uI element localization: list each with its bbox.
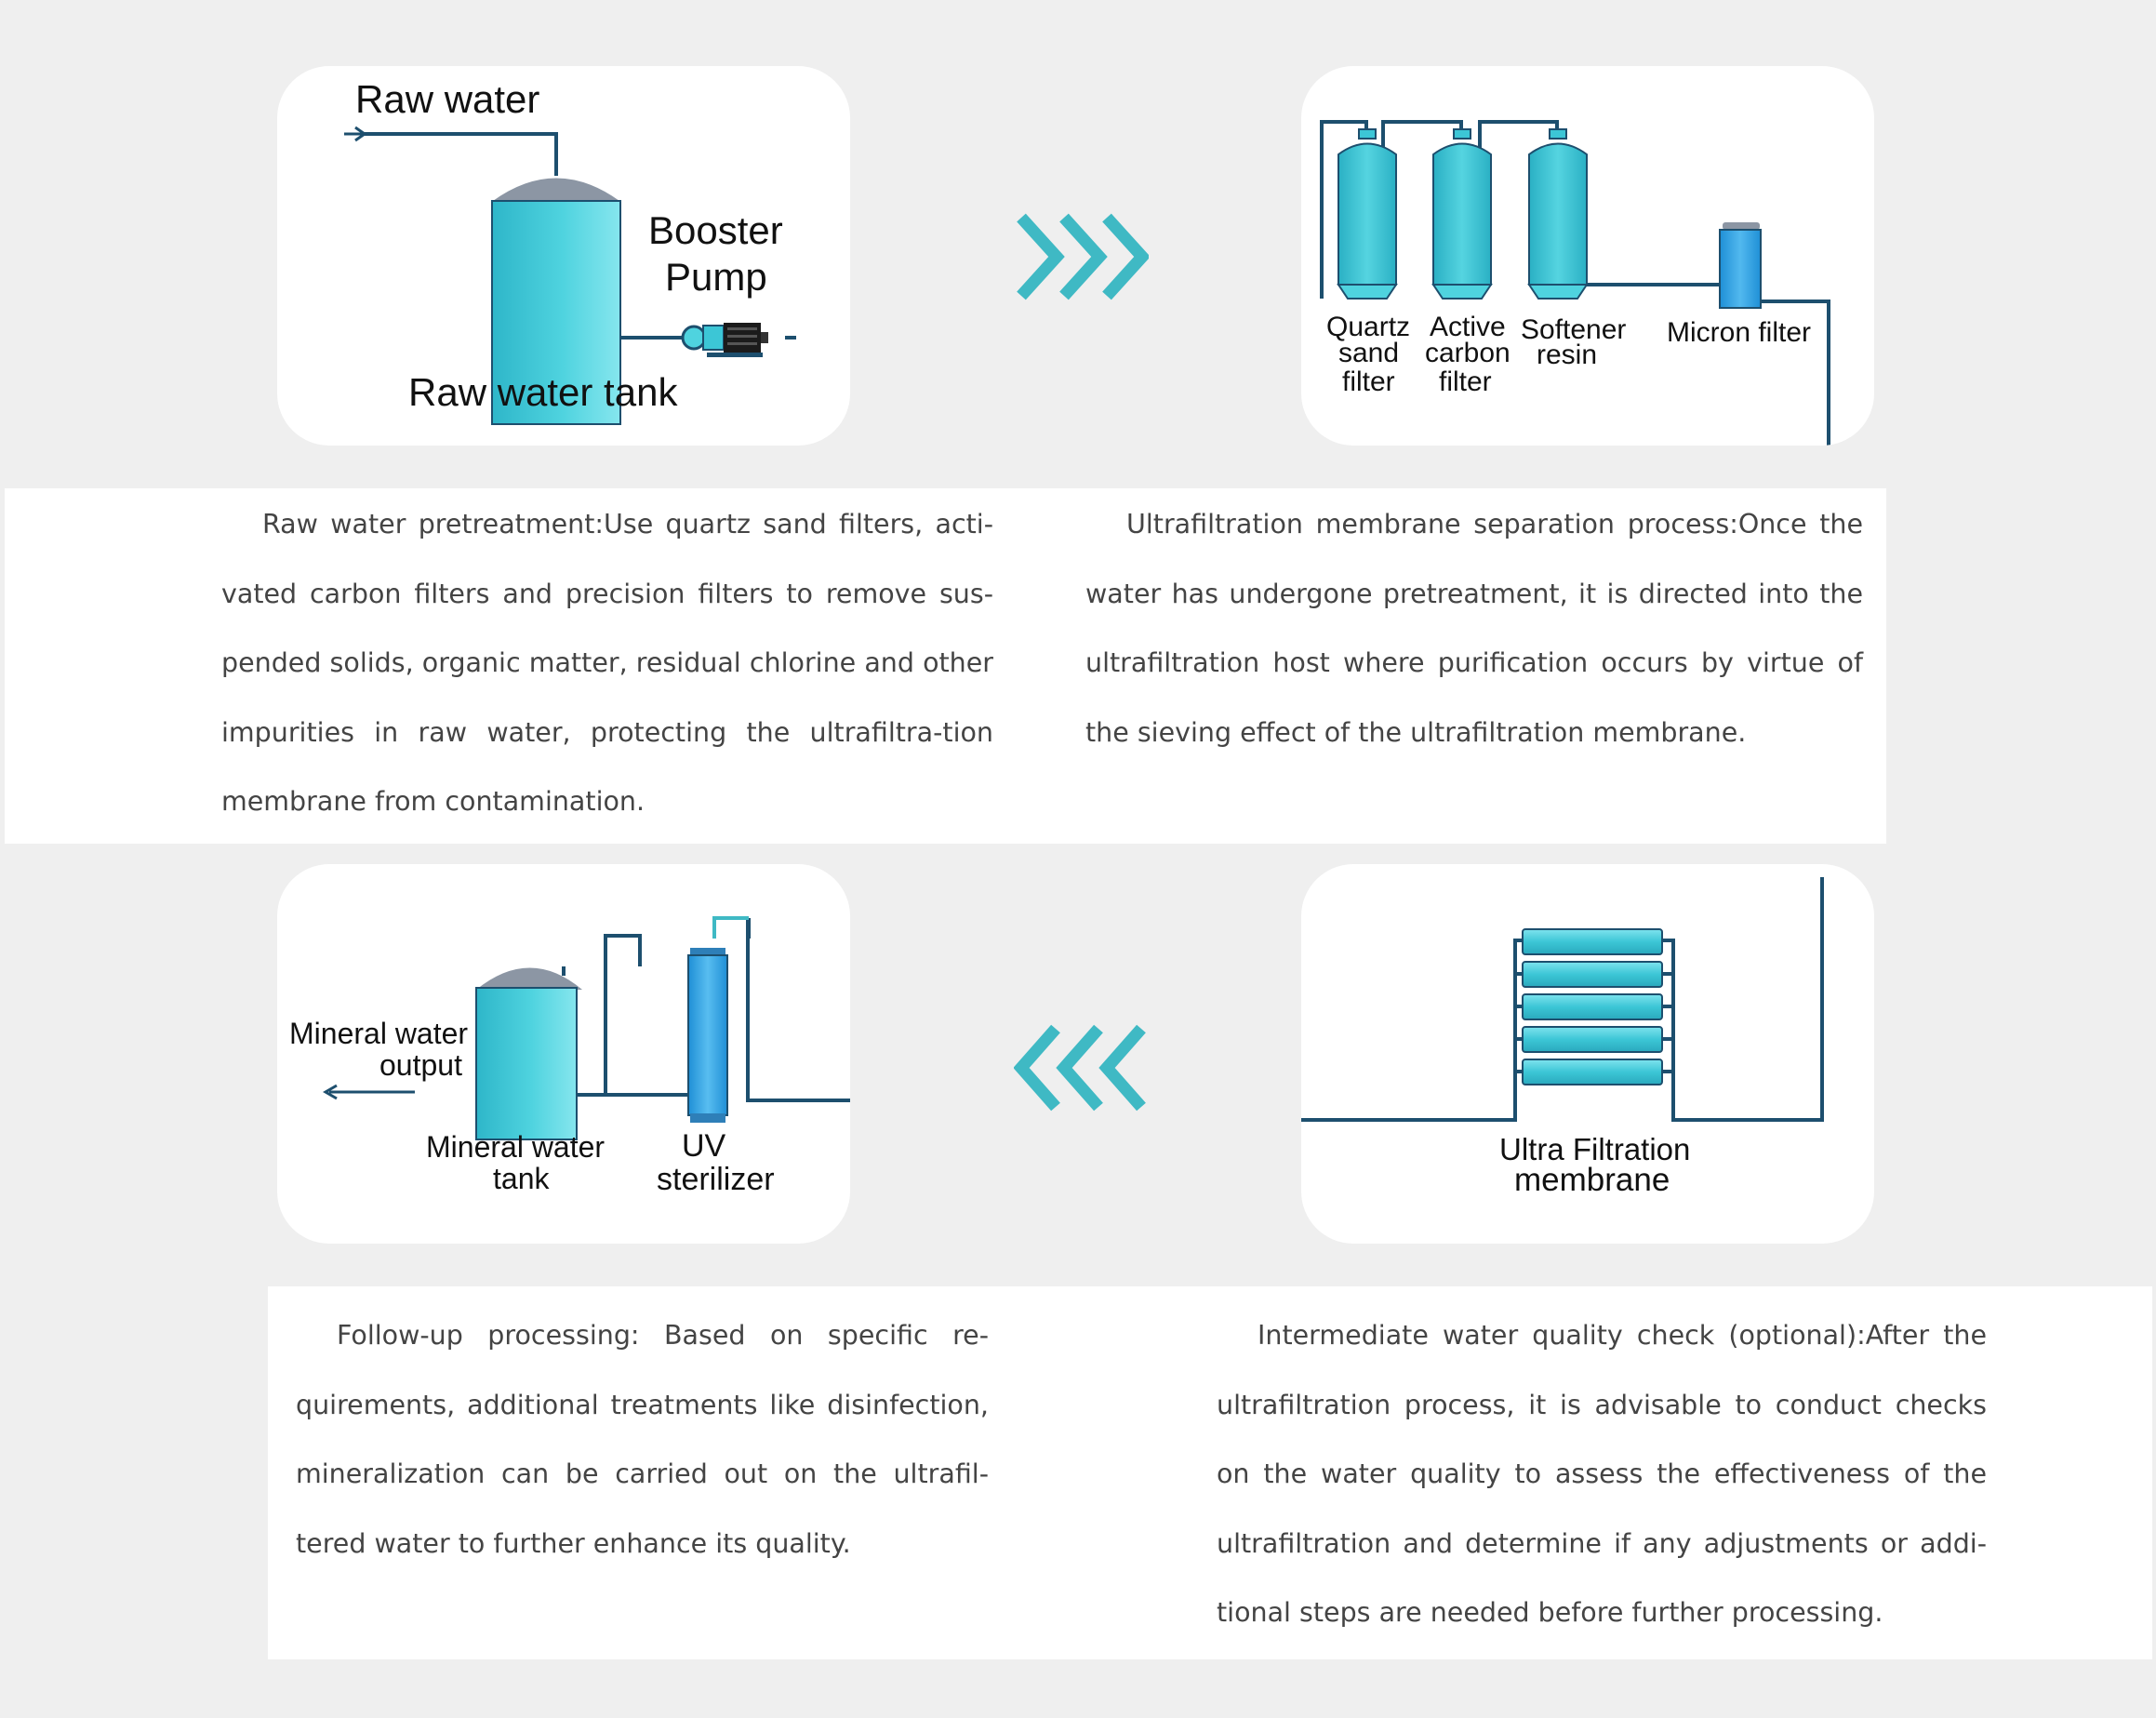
raw-water-tank-label: Raw water tank [408, 370, 678, 414]
uv-top-pipe [712, 916, 749, 939]
card-raw-water-tank: Raw water Booster Pump Raw water tank [277, 66, 850, 446]
softener-resin-icon [1527, 128, 1589, 300]
card-filters: Quartz sand filter Active carbon filter … [1301, 66, 1874, 446]
mineral-water-tank-icon [475, 987, 578, 1140]
mineral-tank-dome [476, 967, 582, 990]
tank-label-1: Mineral water [426, 1130, 606, 1164]
booster-pump-icon [681, 323, 768, 357]
output-arrow-icon [323, 1084, 338, 1100]
tank-label-2: tank [493, 1162, 550, 1195]
carbon-label-1: Active [1430, 312, 1506, 342]
inlet-pipe [361, 132, 558, 176]
uf-pipes [1301, 877, 1824, 1122]
pretreatment-text: Raw water pretreatment:Use quartz sand f… [221, 509, 993, 817]
text-panel-bottom [268, 1286, 2152, 1659]
booster-label-1: Booster [648, 208, 783, 252]
chevrons-right-icon [1017, 213, 1149, 300]
output-label-2: output [379, 1048, 462, 1082]
active-carbon-filter-icon [1431, 128, 1493, 300]
booster-label-2: Pump [665, 255, 767, 299]
quartz-label-2: sand [1338, 338, 1400, 368]
uf-membrane-diagram [1301, 877, 1824, 1122]
softener-label-1: Softener [1521, 314, 1627, 345]
check-text: Intermediate water quality check (option… [1217, 1320, 1987, 1628]
separation-text: Ultrafiltration membrane separation proc… [1085, 509, 1863, 748]
uv-sterilizer-icon [687, 948, 728, 1123]
softener-label-2: resin [1537, 340, 1598, 370]
quartz-label-1: Quartz [1326, 312, 1411, 342]
quartz-sand-filter-icon [1337, 128, 1398, 300]
uv-label-1: UV [682, 1128, 726, 1164]
uv-label-2: sterilizer [657, 1162, 775, 1197]
raw-water-tank-icon [491, 200, 621, 425]
raw-water-diagram [344, 126, 796, 425]
tank-dome [493, 178, 619, 201]
filters-diagram [1320, 120, 1830, 446]
micron-label: Micron filter [1667, 317, 1812, 348]
quartz-label-3: filter [1342, 366, 1395, 397]
uf-membrane-stack-icon [1522, 928, 1663, 1085]
output-label-1: Mineral water [289, 1017, 469, 1050]
text-panel-top [5, 488, 1886, 844]
card-mineral-water: Mineral water output Mineral water tank … [277, 864, 850, 1244]
carbon-label-2: carbon [1425, 338, 1511, 368]
card-uf-membrane: Ultra Filtration membrane [1301, 864, 1874, 1244]
inlet-arrow-icon [344, 126, 367, 142]
mineral-water-diagram [323, 916, 850, 1140]
carbon-label-3: filter [1439, 366, 1492, 397]
raw-water-label: Raw water [355, 77, 540, 121]
uf-label-1: Ultra Filtration [1499, 1132, 1691, 1166]
chevrons-left-icon [1014, 1024, 1146, 1112]
followup-text: Follow-up processing: Based on specific … [296, 1320, 989, 1559]
uf-label-2: membrane [1514, 1162, 1670, 1198]
micron-filter-icon [1719, 222, 1762, 309]
